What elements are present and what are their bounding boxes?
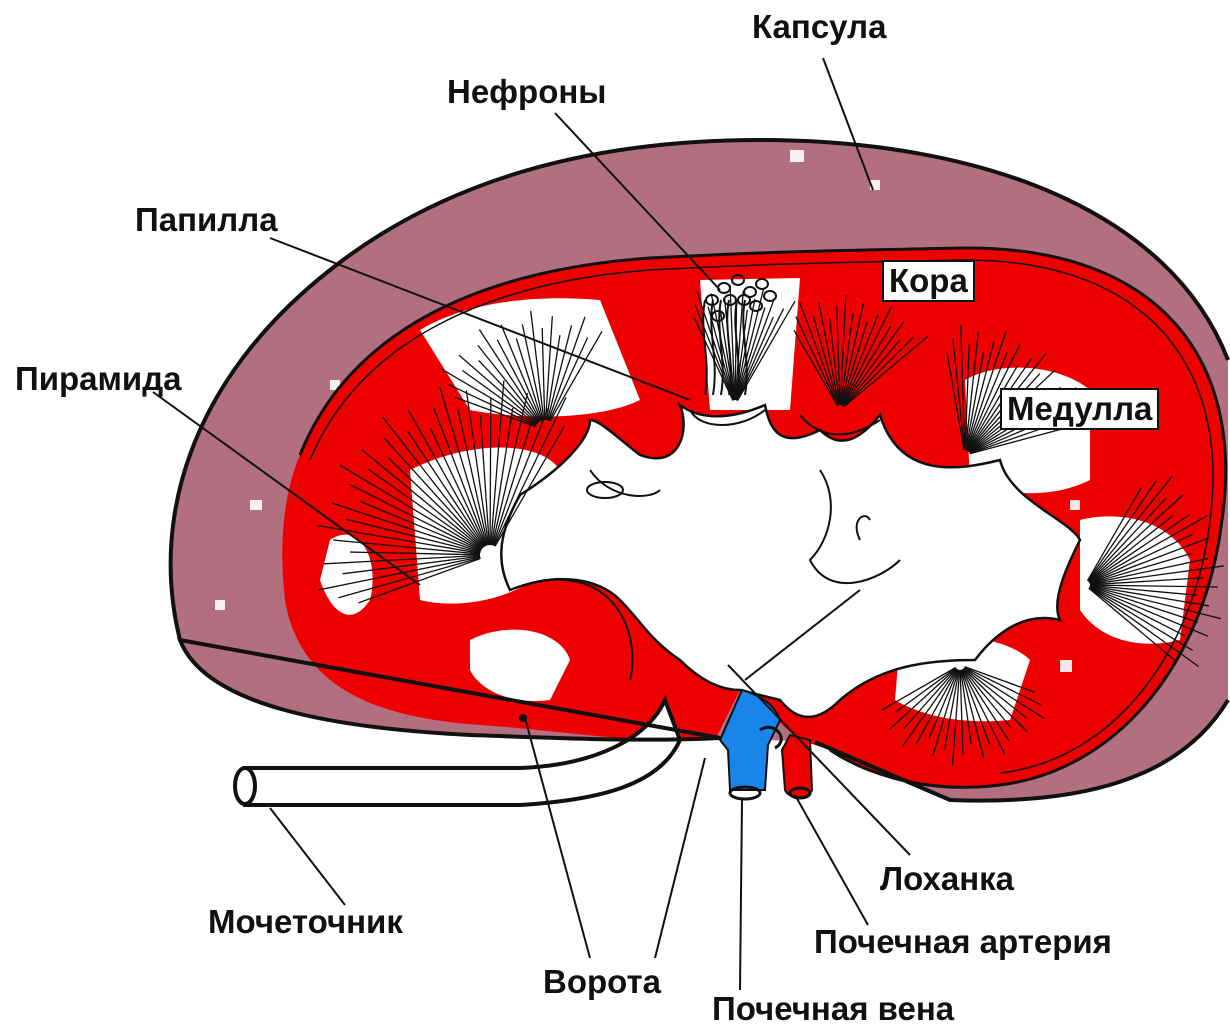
label-cortex: Кора <box>882 260 975 302</box>
pyramid-tubule <box>490 398 491 545</box>
ureter-pointer-dot <box>519 714 527 722</box>
label-nephrons: Нефроны <box>447 75 607 108</box>
label-renal-artery: Почечная артерия <box>814 925 1112 958</box>
label-ureter: Мочеточник <box>208 905 403 938</box>
label-capsule: Капсула <box>752 10 886 43</box>
label-pyramid: Пирамида <box>15 362 182 395</box>
label-medulla: Медулла <box>1000 388 1159 430</box>
label-papilla: Папилла <box>135 203 278 236</box>
label-pelvis: Лоханка <box>880 862 1014 895</box>
label-hilum: Ворота <box>543 965 661 998</box>
label-renal-vein: Почечная вена <box>712 992 954 1025</box>
